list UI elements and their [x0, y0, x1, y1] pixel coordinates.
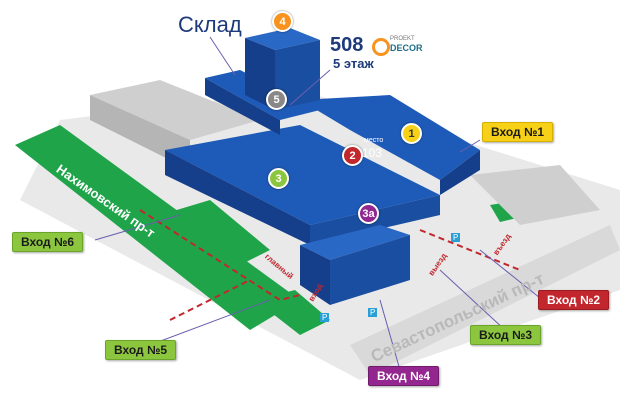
building-2-badge[interactable]: 2 [342, 145, 363, 166]
sevastopolsky-road [350, 225, 620, 375]
entrance-4-label[interactable]: Вход №4 [368, 366, 440, 386]
entrance-1-label[interactable]: Вход №1 [482, 122, 554, 142]
parking-icon: P [320, 313, 330, 322]
building-5-badge[interactable]: 5 [266, 89, 287, 110]
parking-icon: P [451, 233, 461, 242]
parking-icon: P [368, 308, 378, 317]
warehouse-label: Склад [178, 12, 242, 37]
building-3-badge[interactable]: 3 [268, 168, 289, 189]
entrance-2-label[interactable]: Вход №2 [538, 290, 610, 310]
entrance-3-label[interactable]: Вход №3 [470, 325, 542, 345]
building-4-badge[interactable]: 4 [272, 11, 293, 32]
place-number: 103 [362, 146, 383, 160]
brand-name: DECOR [390, 43, 423, 53]
office-number: 508 [330, 34, 364, 56]
place-caption: место [364, 137, 384, 144]
entrance-5-label[interactable]: Вход №5 [105, 340, 177, 360]
building-1-badge[interactable]: 1 [401, 123, 422, 144]
brand-logo-icon [372, 38, 390, 56]
brand-small: PROEKT [390, 36, 415, 42]
entrance-6-label[interactable]: Вход №6 [12, 232, 84, 252]
nakhimovsky-road [15, 125, 300, 330]
office-floor: 5 этаж [333, 56, 374, 71]
building-3a-badge[interactable]: 3а [358, 203, 379, 224]
